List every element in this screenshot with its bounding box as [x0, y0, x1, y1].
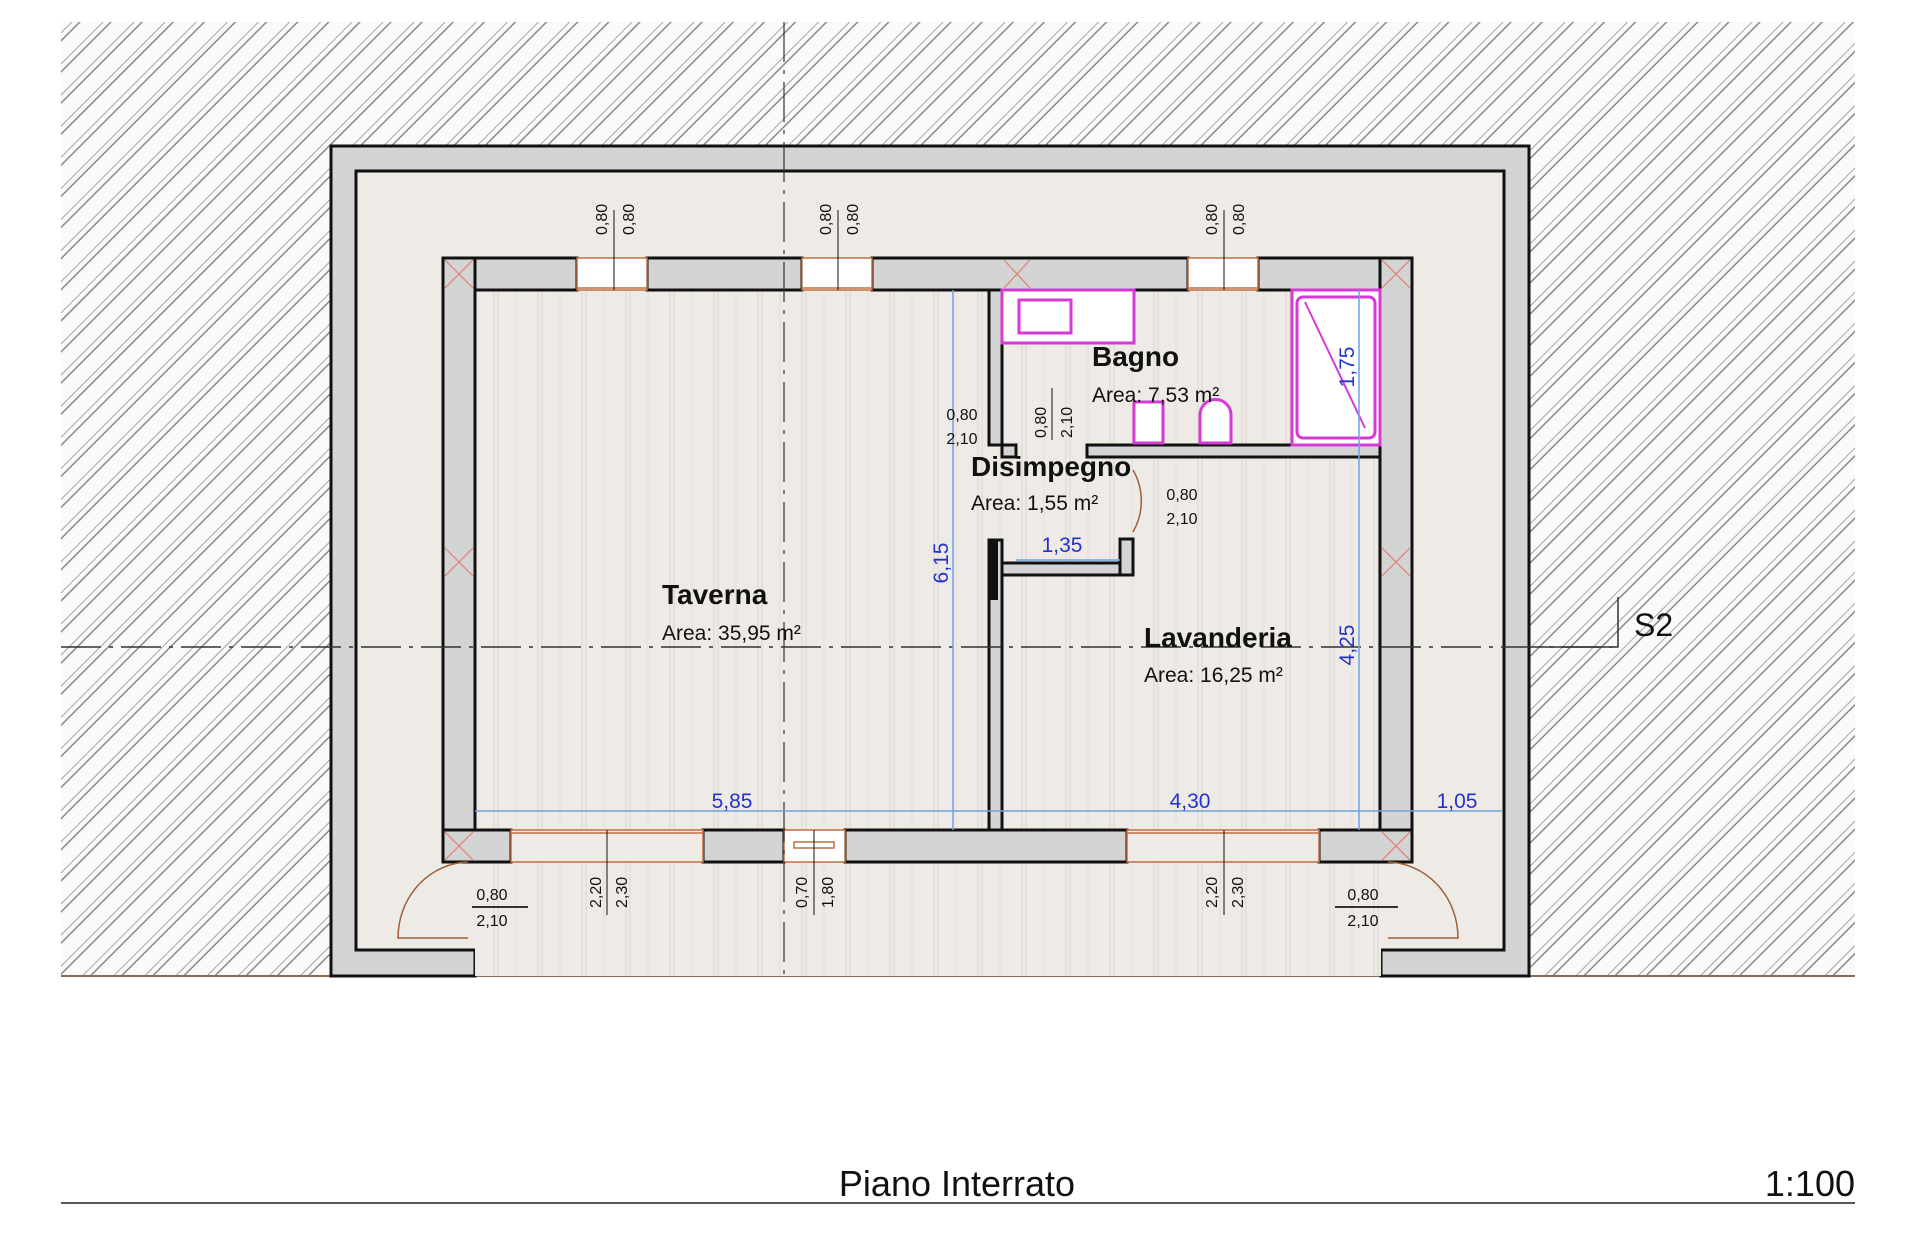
bathroom-fixtures: [1000, 288, 1382, 447]
svg-text:1,80: 1,80: [820, 877, 837, 908]
toilet: [1132, 400, 1165, 445]
svg-text:0,80: 0,80: [1347, 887, 1378, 904]
room-area-bagno: Area: 7,53 m²: [1092, 384, 1219, 407]
svg-text:2,10: 2,10: [946, 431, 977, 448]
svg-text:0,80: 0,80: [1166, 487, 1197, 504]
dimension-lines: [475, 290, 1502, 830]
dim-bagno-depth: 1,75: [1336, 347, 1359, 388]
svg-text:0,80: 0,80: [594, 204, 611, 235]
room-name-disimpegno: Disimpegno: [971, 451, 1131, 482]
svg-text:0,80: 0,80: [818, 204, 835, 235]
svg-text:2,10: 2,10: [1059, 407, 1076, 438]
svg-text:2,30: 2,30: [614, 877, 631, 908]
svg-text:0,80: 0,80: [1204, 204, 1221, 235]
drawing-title: Piano Interrato: [839, 1163, 1075, 1204]
svg-text:0,70: 0,70: [794, 877, 811, 908]
room-area-disimpegno: Area: 1,55 m²: [971, 492, 1098, 515]
svg-text:0,80: 0,80: [946, 407, 977, 424]
room-name-bagno: Bagno: [1092, 341, 1179, 372]
svg-text:2,10: 2,10: [1166, 511, 1197, 528]
room-name-taverna: Taverna: [662, 579, 768, 610]
svg-text:2,20: 2,20: [1204, 877, 1221, 908]
dim-taverna-width: 5,85: [712, 790, 753, 813]
sink-basin: [1017, 298, 1073, 335]
svg-text:2,10: 2,10: [476, 913, 507, 930]
section-marker-line: [1540, 597, 1619, 648]
dim-taverna-depth: 6,15: [930, 543, 953, 584]
partitions: [987, 288, 1382, 832]
svg-text:2,20: 2,20: [588, 877, 605, 908]
interspace-floor-inner: [475, 862, 1381, 976]
door-swings: [397, 469, 1459, 939]
bottom-window-labels: 2,20 2,30 0,70 1,80 2,20 2,30: [588, 830, 1247, 915]
svg-text:0,80: 0,80: [621, 204, 638, 235]
svg-text:0,80: 0,80: [1231, 204, 1248, 235]
drawing-scale: 1:100: [1765, 1163, 1855, 1204]
dim-disimpegno-width: 1,35: [1042, 534, 1083, 557]
svg-text:2,10: 2,10: [1347, 913, 1378, 930]
room-name-lavanderia: Lavanderia: [1144, 622, 1292, 653]
top-window-labels: 0,80 0,80 0,80 0,80 0,80 0,80: [594, 204, 1248, 290]
door-labels: 0,80 2,10 0,80 2,10 0,80 2,10 0,80 2,10 …: [472, 388, 1398, 930]
svg-text:0,80: 0,80: [1033, 407, 1050, 438]
building-floor: [475, 290, 1380, 830]
bidet: [1198, 398, 1233, 445]
section-marker: S2: [1634, 607, 1673, 643]
svg-text:2,30: 2,30: [1230, 877, 1247, 908]
dim-lavanderia-depth: 4,25: [1336, 625, 1359, 666]
svg-text:0,80: 0,80: [476, 887, 507, 904]
room-area-taverna: Area: 35,95 m²: [662, 622, 801, 645]
dim-lavanderia-width: 4,30: [1170, 790, 1211, 813]
svg-text:0,80: 0,80: [845, 204, 862, 235]
room-area-lavanderia: Area: 16,25 m²: [1144, 664, 1283, 687]
dim-side-width: 1,05: [1437, 790, 1478, 813]
column-marks: [444, 259, 1411, 861]
